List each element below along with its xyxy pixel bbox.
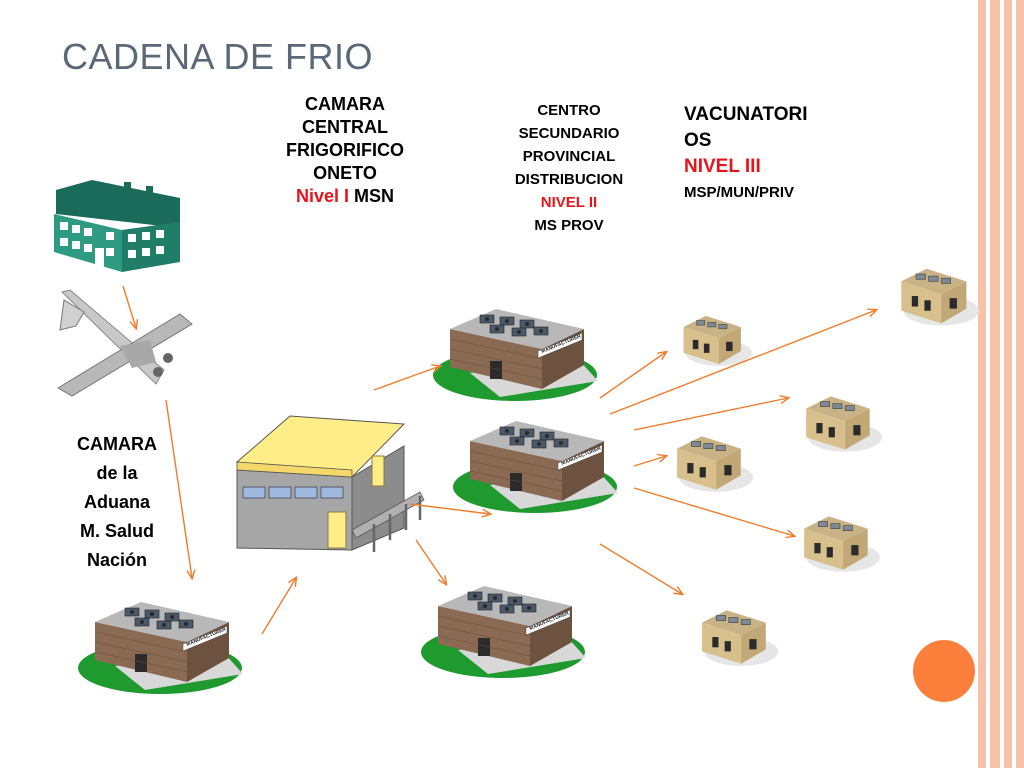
manufacturer-building-icon <box>452 420 619 514</box>
label-line: CAMARA <box>305 94 385 114</box>
arrow-center-to-clinic <box>633 487 794 536</box>
label-camara-central: CAMARA CENTRAL FRIGORIFICO ONETO Nivel I… <box>262 93 428 208</box>
manufacturer-building-icon <box>77 601 244 695</box>
factory-icon <box>54 180 180 272</box>
arrow-center-to-clinic <box>599 352 666 399</box>
org-text: MSP/MUN/PRIV <box>684 184 795 201</box>
arrow-warehouse-to-center-2 <box>409 503 490 514</box>
arrow-plane-to-customs <box>165 399 192 578</box>
arrow-center-to-clinic <box>599 543 682 594</box>
stripe <box>978 0 986 768</box>
label-vacunatorios: VACUNATORI OS NIVEL III MSP/MUN/PRIV <box>684 100 864 204</box>
label-line: Aduana <box>83 492 150 512</box>
stripe <box>1016 0 1024 768</box>
decorative-stripes <box>976 0 1024 768</box>
label-camara-aduana: CAMARA de la Aduana M. Salud Nación <box>58 430 176 575</box>
manufacturer-building-icon <box>432 308 599 402</box>
label-line: PROVINCIAL <box>522 148 616 165</box>
arrow-center-to-clinic <box>633 398 788 431</box>
label-line: CAMARA <box>77 434 157 454</box>
label-centro-secundario: CENTRO SECUNDARIO PROVINCIAL DISTRIBUCIO… <box>488 99 650 237</box>
orange-circle-decoration <box>913 640 975 702</box>
small-building-icon <box>683 315 752 367</box>
small-building-icon <box>701 609 779 667</box>
label-line: SECUNDARIO <box>518 125 620 142</box>
label-line: VACUNATORI <box>684 104 808 125</box>
label-line: M. Salud <box>79 521 154 541</box>
manufacturer-building-icon <box>420 585 587 679</box>
level-text: NIVEL III <box>684 156 761 177</box>
label-line: FRIGORIFICO <box>286 140 404 160</box>
stripe <box>990 0 1000 768</box>
label-line: DISTRIBUCION <box>514 171 624 188</box>
arrow-customs-to-warehouse <box>261 578 296 635</box>
small-building-icon <box>900 268 979 326</box>
label-line: Nación <box>86 550 147 570</box>
small-building-icon <box>805 395 882 453</box>
label-level-line: Nivel I MSN <box>262 185 428 208</box>
small-building-icon <box>676 435 754 493</box>
label-line: de la <box>96 463 138 483</box>
org-text: MS PROV <box>534 217 604 234</box>
stripe <box>1004 0 1012 768</box>
warehouse-icon <box>235 415 425 552</box>
small-building-icon <box>803 515 880 573</box>
label-line: OS <box>684 130 712 151</box>
airplane-icon <box>57 289 193 397</box>
level-text: Nivel I <box>295 186 350 206</box>
slide-title: CADENA DE FRIO <box>62 36 374 77</box>
level-text: NIVEL II <box>540 194 598 211</box>
arrow-warehouse-to-center-1 <box>373 366 440 391</box>
arrow-center-to-clinic <box>609 310 876 415</box>
arrow-factory-to-plane <box>122 285 136 328</box>
arrow-warehouse-to-center-3 <box>415 539 446 584</box>
label-line: CENTRO <box>537 102 601 119</box>
org-text: MSN <box>349 186 395 206</box>
flow-arrows <box>122 285 876 635</box>
label-line: ONETO <box>313 163 377 183</box>
label-line: CENTRAL <box>302 117 388 137</box>
arrow-center-to-clinic <box>633 456 666 467</box>
